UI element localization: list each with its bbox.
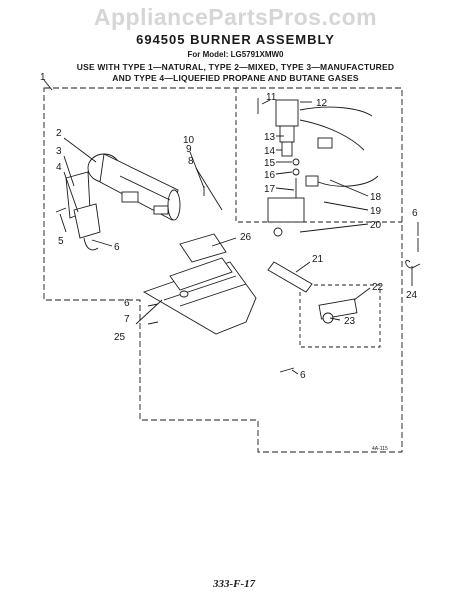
- callout-6b: 6: [412, 208, 418, 219]
- callout-22: 22: [372, 282, 384, 293]
- callout-18: 18: [370, 192, 382, 203]
- callout-6c: 6: [300, 370, 306, 381]
- callout-13: 13: [264, 132, 276, 143]
- gas-valve-drawing: [267, 99, 379, 237]
- usage-note-line-2: AND TYPE 4—LIQUEFIED PROPANE AND BUTANE …: [112, 73, 359, 83]
- callout-5: 5: [58, 236, 64, 247]
- page-title: 694505 BURNER ASSEMBLY: [136, 32, 335, 47]
- watermark: AppliancePartsPros.com: [93, 4, 378, 30]
- callout-7: 7: [124, 314, 130, 325]
- callout-14: 14: [264, 146, 276, 157]
- mounting-bracket-drawing: [142, 257, 257, 335]
- callout-6d: 6: [124, 298, 130, 309]
- callout-12: 12: [316, 98, 328, 109]
- assembly-boundary: [43, 87, 403, 453]
- part-22-boundary: [299, 284, 381, 348]
- callout-24: 24: [406, 290, 418, 301]
- callout-3: 3: [56, 146, 62, 157]
- usage-note-line-1: USE WITH TYPE 1—NATURAL, TYPE 2—MIXED, T…: [76, 62, 395, 72]
- callout-1: 1: [40, 72, 46, 83]
- callout-11: 11: [266, 92, 277, 103]
- valve-subassembly-boundary: [235, 88, 402, 223]
- model-label: For Model: LG5791XMW0: [187, 50, 284, 59]
- callout-6a: 6: [114, 242, 120, 253]
- igniter-drawing: [267, 261, 358, 324]
- callout-23: 23: [344, 316, 356, 327]
- leader-lines: [43, 79, 413, 375]
- callout-15: 15: [264, 158, 276, 169]
- callout-2: 2: [56, 128, 62, 139]
- callout-17: 17: [264, 184, 276, 195]
- callout-9: 9: [186, 144, 192, 155]
- callout-25: 25: [114, 332, 126, 343]
- burner-tube-drawing: [87, 153, 181, 221]
- footer-code: 333-F-17: [213, 578, 256, 590]
- callout-10: 10: [183, 135, 195, 146]
- diagram-code: 4A-115: [372, 446, 388, 452]
- callout-20: 20: [370, 220, 382, 231]
- callout-4: 4: [56, 162, 62, 173]
- callout-26: 26: [240, 232, 252, 243]
- screws-drawing: [55, 98, 419, 373]
- air-shutter-drawing: [65, 171, 101, 251]
- callout-16: 16: [264, 170, 276, 181]
- callout-21: 21: [312, 254, 324, 265]
- callout-8: 8: [188, 156, 194, 167]
- bracket-24-drawing: [405, 259, 421, 269]
- callout-19: 19: [370, 206, 382, 217]
- heat-shield-drawing: [179, 233, 227, 263]
